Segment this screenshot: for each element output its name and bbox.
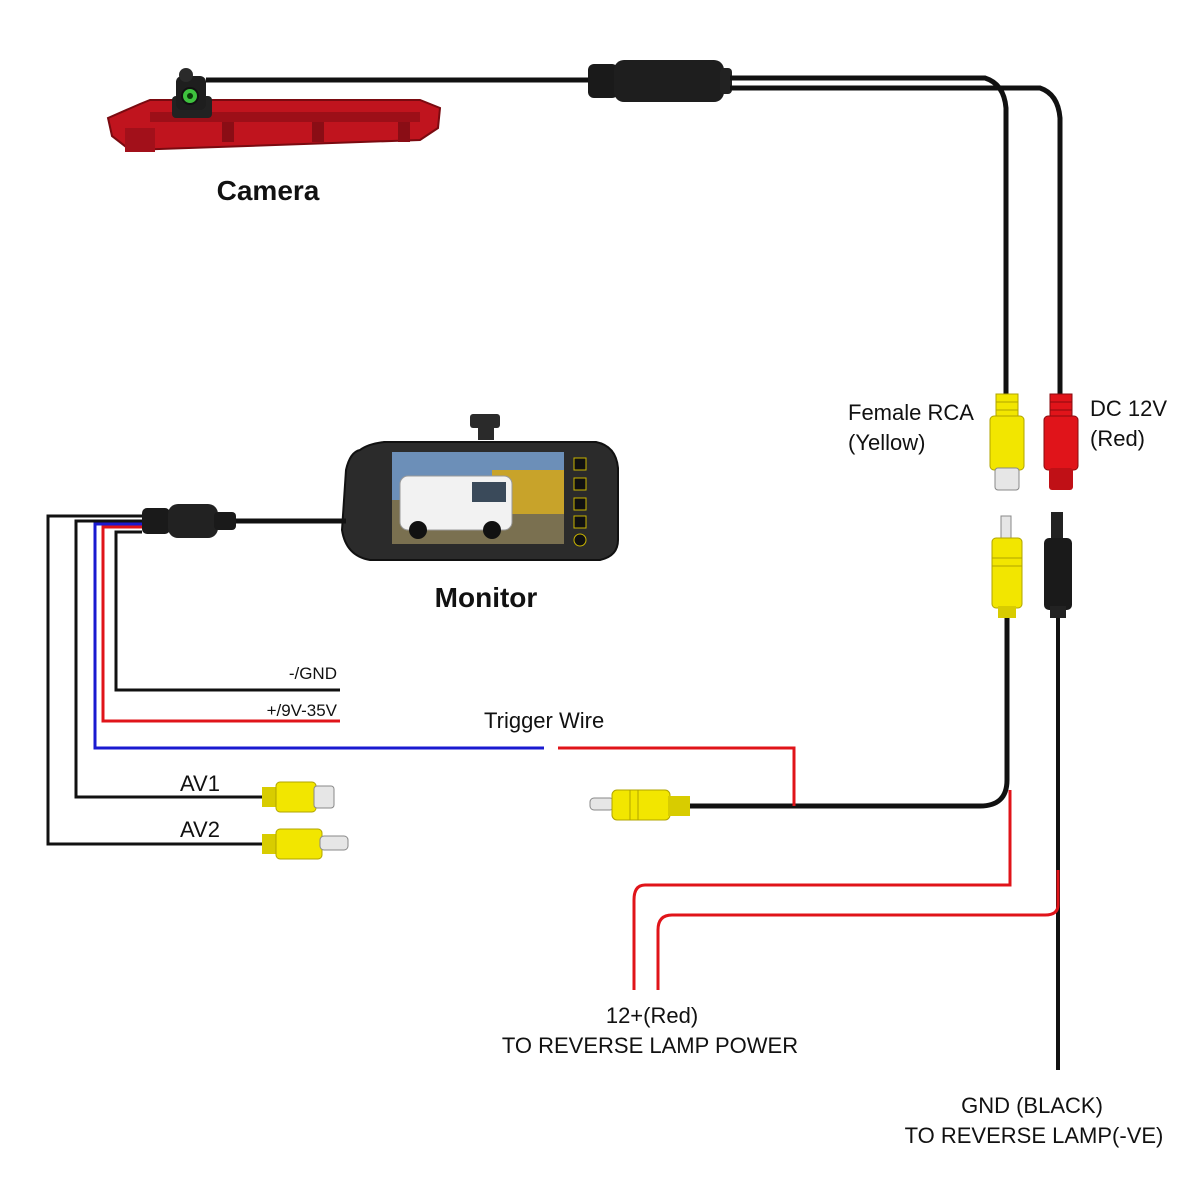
black-wire-label-line1: GND (BLACK) [961,1093,1103,1118]
dc-12v-label-line2: (Red) [1090,426,1145,451]
av1-wire [74,519,262,799]
trigger-wire [93,522,544,750]
av2-label: AV2 [180,817,220,842]
trigger-wire-label: Trigger Wire [484,708,604,733]
power-wire-label: +/9V-35V [267,701,338,720]
female-rca-connector [989,393,1025,491]
monitor-label: Monitor [435,582,538,613]
av1-label: AV1 [180,771,220,796]
male-rca-connector [991,515,1023,618]
female-rca-label-line1: Female RCA [848,400,974,425]
camera-housing [106,99,442,152]
camera-unit [106,68,442,152]
camera-housing-ridge [150,112,420,122]
av1-rca-connector [262,781,335,813]
monitor-unit [340,414,619,561]
rca-cable [730,75,1009,395]
gnd-wire [114,530,340,692]
red-wire-power-1 [632,790,1012,990]
black-wire-label-line2: TO REVERSE LAMP(-VE) [905,1123,1164,1148]
female-rca-label-line2: (Yellow) [848,430,925,455]
red-wire-label-line2: TO REVERSE LAMP POWER [502,1033,798,1058]
dc-12v-label-line1: DC 12V [1090,396,1167,421]
camera-label: Camera [217,175,320,206]
video-rca-plug [589,789,690,821]
gnd-wire-label: -/GND [289,664,337,683]
dc-power-connector [1043,393,1079,490]
av2-wire [46,514,262,846]
red-wire-label-line1: 12+(Red) [606,1003,698,1028]
red-wire-trigger [558,746,796,806]
av2-rca-connector [262,828,349,860]
camera-cable-splitter [588,60,732,102]
monitor-cable-connector [142,504,236,538]
red-wire-power-2 [656,870,1060,990]
dc-cable [730,85,1063,395]
video-cable [688,618,1010,809]
power-wire [101,525,340,723]
dc-male-connector [1044,512,1072,618]
